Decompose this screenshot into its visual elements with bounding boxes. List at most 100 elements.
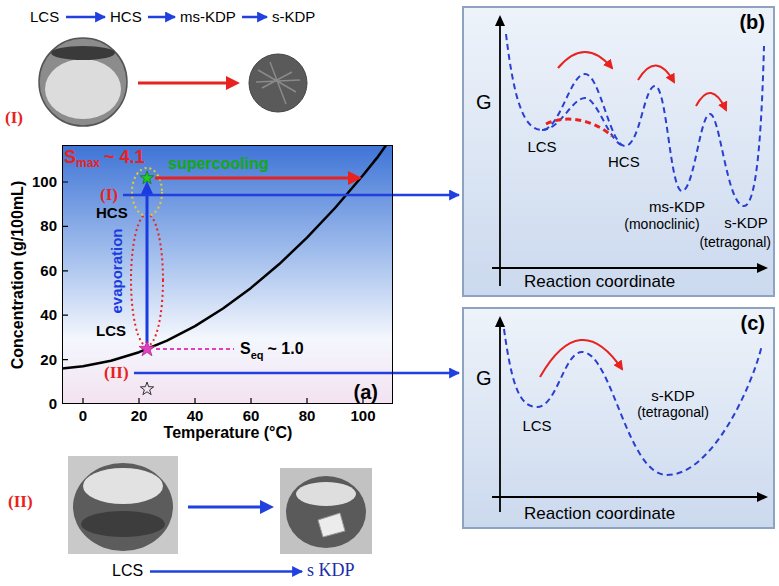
flow-arrow — [66, 16, 105, 19]
symbol: S — [240, 340, 251, 358]
arrow-head — [495, 316, 505, 327]
energy-axes — [492, 325, 759, 512]
axis-title: G — [476, 91, 492, 114]
droplet — [73, 463, 173, 551]
axis-title: Concentration (g/100mL) — [9, 181, 27, 369]
flow-step: HCS — [108, 6, 145, 28]
axis-title: Reaction coordinate — [524, 272, 675, 292]
axis-title: G — [476, 367, 492, 390]
energy-curve — [506, 34, 764, 206]
energy-panel: (b) — [462, 6, 775, 297]
droplet-photo — [39, 38, 127, 126]
axis-tick: 0 — [49, 395, 57, 412]
flow-step-text: HCS — [110, 8, 142, 25]
flow-step: LCS — [110, 560, 147, 583]
case-tag: (II) — [103, 362, 131, 384]
flow-step: ms-KDP — [178, 6, 239, 28]
direct-path — [546, 119, 612, 136]
chart-background — [62, 145, 393, 404]
phase-note: (monoclinic) — [624, 216, 699, 232]
flow-step-text: LCS — [112, 562, 143, 580]
flow-step: s-KDP — [270, 6, 319, 28]
star-marker — [140, 171, 153, 184]
axis-tick: 0 — [79, 407, 87, 424]
droplet-shadow — [81, 511, 165, 537]
flow-arrow — [134, 372, 459, 375]
case-tag: (I) — [5, 108, 23, 128]
arrow-head — [260, 500, 274, 514]
axis-tick: 60 — [243, 407, 260, 424]
barrier-arrow — [638, 65, 674, 82]
state-label: HCS — [608, 153, 640, 170]
state-label: HCS — [96, 204, 128, 221]
value: ~ 4.1 — [104, 147, 145, 168]
photo-arrow — [188, 506, 262, 509]
droplet-photo — [68, 456, 178, 554]
droplet — [286, 476, 366, 548]
axis-title: Temperature (°C) — [164, 424, 293, 442]
flow-arrow — [123, 194, 459, 197]
axis-tick: 80 — [40, 218, 57, 235]
symbol: S — [64, 147, 76, 168]
arrow-head — [348, 171, 362, 185]
energy-panel: (c) — [462, 307, 775, 529]
state-label: s-KDP — [651, 387, 694, 404]
axis-tick: 80 — [299, 407, 316, 424]
axis-ticks — [62, 182, 363, 404]
star-marker — [139, 341, 155, 356]
state-label: LCS — [527, 138, 556, 155]
droplet-highlight — [83, 468, 163, 504]
state-label: ms-KDP — [649, 198, 705, 215]
energy-curve — [504, 329, 762, 475]
arrow-head — [226, 76, 240, 90]
flow-step: LCS — [28, 6, 63, 28]
case-tag-text: (I) — [100, 185, 118, 205]
flow-step-text: LCS — [30, 8, 59, 25]
star-marker — [140, 382, 153, 395]
case-tag: (I) — [99, 184, 120, 206]
axis-tick: 20 — [131, 407, 148, 424]
process-label: evaporation — [108, 228, 125, 313]
crystal-photo — [249, 54, 307, 112]
subscript: max — [76, 157, 100, 171]
supercooling-arrow — [155, 177, 350, 180]
state-label: s-KDP — [724, 214, 767, 231]
axis-tick: 100 — [32, 173, 57, 190]
case-tag-text: (II) — [104, 363, 129, 383]
flow-step-text: s-KDP — [272, 8, 315, 25]
droplet-rim — [51, 46, 115, 60]
barrier-arrow — [696, 93, 726, 110]
arrow-head — [757, 263, 768, 273]
axis-tick: 20 — [40, 351, 57, 368]
crystal-texture — [256, 62, 300, 104]
flow-step-text: s KDP — [307, 560, 355, 581]
photo-arrow — [138, 82, 228, 85]
panel-background — [462, 6, 775, 297]
flow-arrow — [150, 570, 302, 573]
case-tag: (II) — [8, 492, 33, 512]
axis-tick: 60 — [40, 262, 57, 279]
flow-arrow — [148, 16, 175, 19]
droplet-highlight — [296, 482, 356, 506]
axis-tick: 40 — [187, 407, 204, 424]
kdp-crystal — [318, 513, 345, 537]
axis-tick: 100 — [350, 407, 375, 424]
state-label: LCS — [522, 417, 551, 434]
flow-step-text: ms-KDP — [180, 8, 236, 25]
axis-tick: 40 — [40, 307, 57, 324]
state-label: LCS — [96, 322, 126, 339]
droplet-highlight — [45, 59, 121, 119]
arrow-head — [757, 492, 768, 502]
subscript: eq — [251, 349, 264, 362]
evaporation-arrow — [146, 192, 149, 343]
axis-title: Reaction coordinate — [524, 504, 675, 524]
flow-arrow — [242, 16, 267, 19]
solubility-curve — [62, 145, 390, 368]
energy-panel-text: (b) — [739, 12, 765, 32]
dashed-leader — [156, 348, 234, 350]
arrow-head — [495, 15, 505, 26]
barrier-arrow — [558, 52, 612, 68]
phase-note: (tetragonal) — [699, 234, 771, 250]
chart-panel-text: (a) — [354, 382, 378, 402]
